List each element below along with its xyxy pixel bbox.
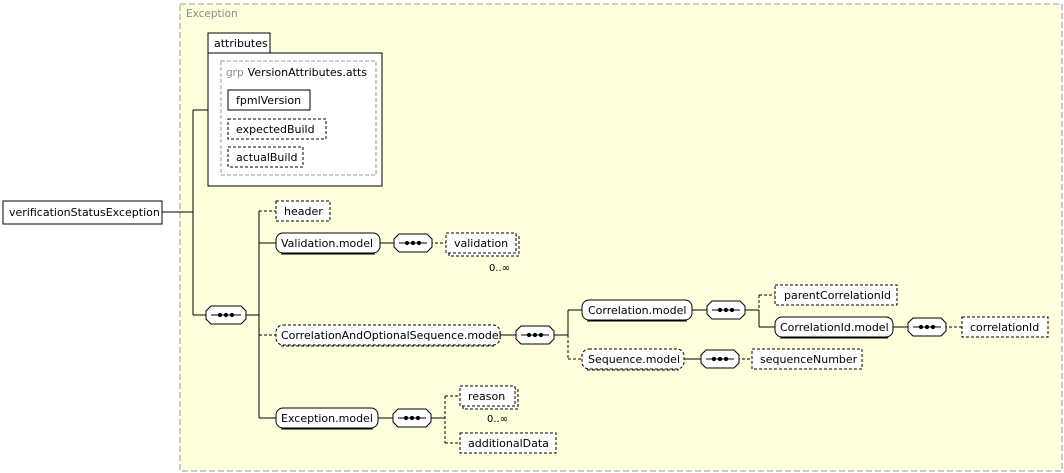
attribute-group-label: grp VersionAttributes.atts (226, 66, 367, 79)
attribute-actual-build[interactable]: actualBuild (227, 146, 304, 168)
model-group-exception[interactable]: Exception.model (275, 407, 379, 430)
element-sequence-number[interactable]: sequenceNumber (751, 348, 863, 370)
attributes-box: attributes grp VersionAttributes.atts fpm… (207, 32, 383, 187)
svg-text:correlationId: correlationId (970, 321, 1039, 334)
element-header[interactable]: header (275, 200, 331, 222)
svg-text:additionalData: additionalData (468, 437, 549, 450)
model-group-correlation-and-optional-sequence[interactable]: CorrelationAndOptionalSequence.model (275, 324, 502, 347)
attribute-fpml-version[interactable]: fpmlVersion (227, 89, 311, 111)
model-group-correlation[interactable]: Correlation.model (581, 299, 693, 322)
sequence-compositor-correlation-id[interactable] (907, 317, 947, 337)
root-element-verification-status-exception[interactable]: verificationStatusException (2, 200, 163, 225)
svg-text:Sequence.model: Sequence.model (588, 353, 680, 366)
svg-text:validation: validation (454, 237, 508, 250)
compositors (205, 233, 947, 428)
sequence-compositor-correlation[interactable] (706, 300, 746, 320)
svg-text:actualBuild: actualBuild (236, 151, 297, 164)
svg-text:parentCorrelationId: parentCorrelationId (784, 289, 891, 302)
svg-text:Validation.model: Validation.model (281, 237, 373, 250)
svg-text:fpmlVersion: fpmlVersion (236, 94, 301, 107)
svg-text:Exception.model: Exception.model (281, 412, 373, 425)
element-parent-correlation-id[interactable]: parentCorrelationId (774, 284, 898, 306)
element-validation[interactable]: validation (445, 232, 520, 257)
type-label: Exception (186, 8, 238, 20)
cardinality-reason: 0..∞ (487, 414, 508, 425)
attribute-group-name: VersionAttributes.atts (248, 66, 368, 79)
svg-text:header: header (284, 205, 323, 218)
sequence-compositor-exception[interactable] (392, 408, 432, 428)
connectors (162, 109, 962, 444)
model-group-sequence[interactable]: Sequence.model (581, 348, 685, 371)
svg-text:sequenceNumber: sequenceNumber (760, 353, 858, 366)
svg-text:CorrelationId.model: CorrelationId.model (780, 321, 889, 334)
sequence-compositor-main[interactable] (205, 305, 247, 325)
attribute-group-prefix: grp (226, 67, 244, 79)
model-group-validation[interactable]: Validation.model (275, 232, 381, 255)
svg-text:verificationStatusException: verificationStatusException (9, 206, 160, 219)
attribute-expected-build[interactable]: expectedBuild (227, 118, 327, 140)
svg-text:CorrelationAndOptionalSequence: CorrelationAndOptionalSequence.model (281, 329, 502, 342)
svg-text:expectedBuild: expectedBuild (236, 123, 315, 136)
svg-text:reason: reason (468, 390, 505, 403)
element-additional-data[interactable]: additionalData (459, 432, 557, 454)
element-correlation-id[interactable]: correlationId (961, 316, 1049, 338)
sequence-compositor-correlation-and-sequence[interactable] (515, 325, 555, 345)
model-group-correlation-id[interactable]: CorrelationId.model (774, 316, 894, 339)
sequence-compositor-sequence[interactable] (700, 349, 740, 369)
svg-text:Correlation.model: Correlation.model (588, 304, 686, 317)
sequence-compositor-validation[interactable] (393, 233, 433, 253)
attributes-tab-label: attributes (214, 37, 268, 50)
cardinality-validation: 0..∞ (489, 263, 510, 274)
element-reason[interactable]: reason (459, 385, 519, 410)
